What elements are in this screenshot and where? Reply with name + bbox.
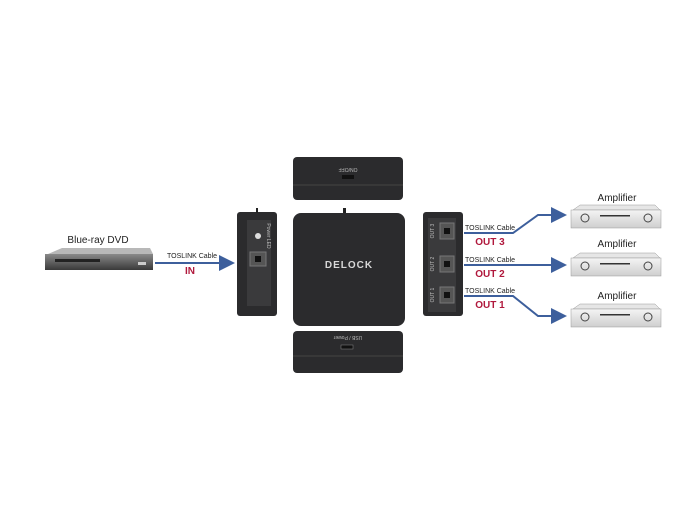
device-top-view: ON/OFF [293, 157, 403, 200]
output-port-1: OUT 1 [430, 286, 455, 304]
input-cable-label: TOSLINK Cable [167, 253, 217, 260]
power-led-label: Power LED [265, 223, 271, 249]
device-bottom-view: USB / Power [293, 331, 403, 373]
output-port-3: OUT 3 [430, 222, 455, 240]
device-main: DELOCK [293, 208, 405, 326]
brand-logo: DELOCK [325, 260, 373, 271]
switch-label: ON/OFF [339, 166, 358, 172]
bluray-player: Blue-ray DVD [45, 235, 153, 270]
usb-power-label: USB / Power [333, 334, 362, 340]
amplifier-3: Amplifier [570, 193, 662, 229]
svg-text:Amplifier: Amplifier [598, 291, 638, 302]
svg-text:OUT 3: OUT 3 [475, 237, 505, 248]
input-connection: TOSLINK Cable IN [155, 253, 235, 277]
svg-text:Amplifier: Amplifier [598, 239, 638, 250]
svg-text:TOSLINK Cable: TOSLINK Cable [465, 257, 515, 264]
amplifier-icon [570, 252, 662, 277]
input-port-label: IN [185, 266, 195, 277]
device-side-input: Power LED [237, 208, 277, 316]
output-connection-2: TOSLINK Cable OUT 2 [464, 257, 567, 280]
device-side-outputs: OUT 3 OUT 2 OUT 1 [423, 212, 463, 316]
output-port-2: OUT 2 [430, 255, 455, 273]
source-label: Blue-ray DVD [67, 235, 128, 246]
svg-text:TOSLINK Cable: TOSLINK Cable [465, 288, 515, 295]
amplifier-1: Amplifier [570, 291, 662, 328]
power-switch [342, 175, 354, 179]
svg-text:OUT 1: OUT 1 [475, 300, 505, 311]
output-connection-3: TOSLINK Cable OUT 3 [464, 207, 567, 248]
svg-text:OUT 3: OUT 3 [430, 223, 436, 238]
amplifier-icon [570, 204, 662, 229]
amplifier-2: Amplifier [570, 239, 662, 277]
power-led-icon [255, 233, 261, 239]
amplifier-icon [570, 303, 662, 328]
svg-text:OUT 1: OUT 1 [430, 287, 436, 302]
svg-text:TOSLINK Cable: TOSLINK Cable [465, 225, 515, 232]
svg-text:Amplifier: Amplifier [598, 193, 638, 204]
usb-port [340, 344, 354, 350]
svg-text:OUT 2: OUT 2 [430, 256, 436, 271]
output-connection-1: TOSLINK Cable OUT 1 [464, 288, 567, 324]
svg-text:OUT 2: OUT 2 [475, 269, 505, 280]
